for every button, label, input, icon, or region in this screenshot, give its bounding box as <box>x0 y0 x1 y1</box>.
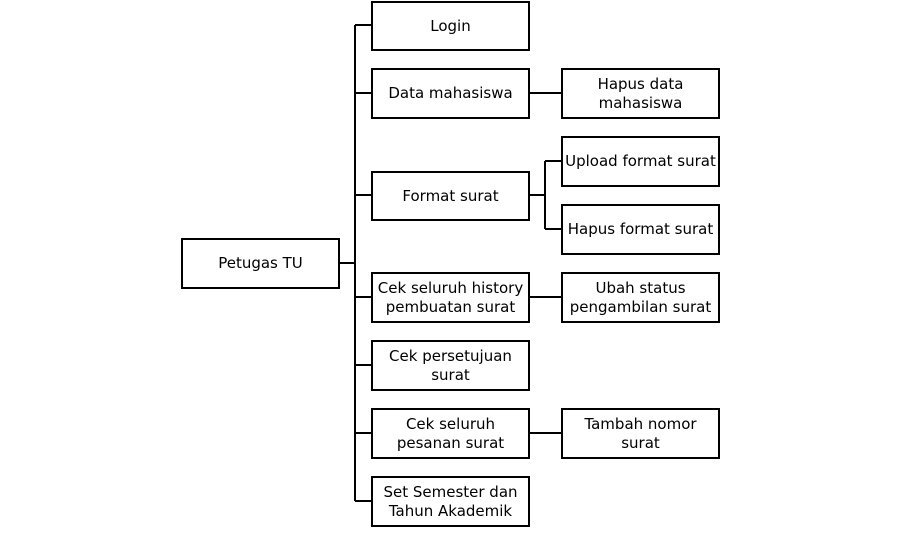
node-hapus-format-surat: Hapus format surat <box>561 204 720 255</box>
node-petugas-tu: Petugas TU <box>181 238 340 289</box>
node-set-semester: Set Semester dan Tahun Akademik <box>371 476 530 527</box>
node-hapus-data-mahasiswa: Hapus data mahasiswa <box>561 68 720 119</box>
node-format-surat: Format surat <box>371 171 530 221</box>
node-tambah-nomor-surat: Tambah nomor surat <box>561 408 720 459</box>
node-ubah-status-pengambilan: Ubah status pengambilan surat <box>561 272 720 323</box>
node-data-mahasiswa: Data mahasiswa <box>371 68 530 119</box>
node-upload-format-surat: Upload format surat <box>561 136 720 187</box>
node-cek-pesanan: Cek seluruh pesanan surat <box>371 408 530 459</box>
node-cek-persetujuan: Cek persetujuan surat <box>371 340 530 391</box>
node-login: Login <box>371 1 530 51</box>
node-cek-history-pembuatan: Cek seluruh history pembuatan surat <box>371 272 530 323</box>
